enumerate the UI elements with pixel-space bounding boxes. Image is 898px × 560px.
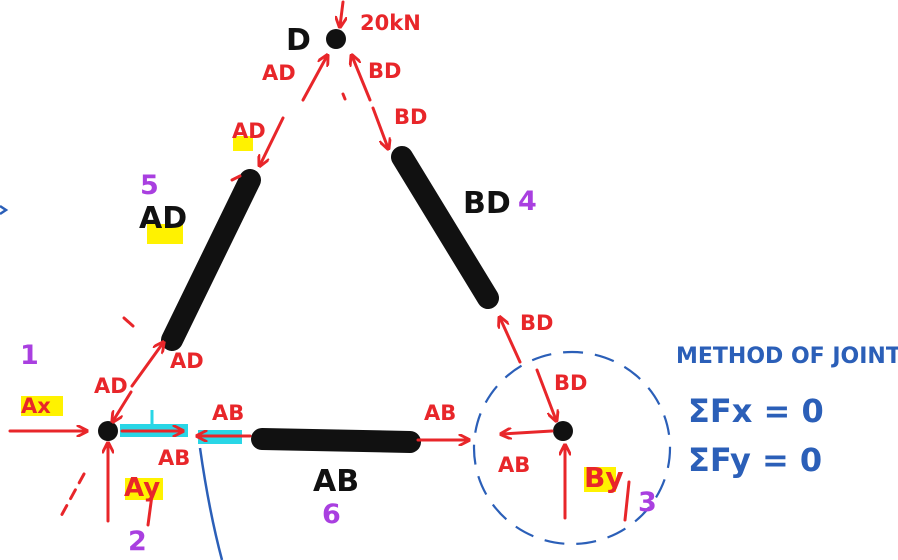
arrow-ab-left-at-b: [502, 431, 554, 434]
arrow-bd-up-at-b: [500, 318, 522, 364]
reaction-number-3: 3: [638, 487, 657, 518]
tick-ay: [146, 493, 154, 527]
force-label-ad-at-a: AD: [170, 349, 204, 373]
force-label-ab-at-a: AB: [158, 446, 190, 470]
member-number-5: 5: [140, 170, 159, 201]
joint-a: [98, 421, 118, 441]
blue-pointer-line: [198, 447, 224, 560]
member-bd: [391, 146, 499, 309]
member-ab: [251, 428, 421, 453]
dash-2: [122, 316, 135, 328]
dash-1: [58, 472, 86, 520]
arrow-ad-down-at-a: [113, 390, 133, 421]
reaction-label-ay: Ay: [124, 473, 160, 503]
method-title: METHOD OF JOINTS: [676, 344, 898, 369]
member-label-ad: AD: [139, 201, 187, 236]
arrow-ad-up-at-d: [301, 56, 327, 102]
member-ad: [161, 169, 261, 351]
highlight-ad-small: [233, 136, 253, 151]
force-label-ab-at-b: AB: [498, 453, 530, 477]
force-label-bd-mid: BD: [394, 105, 427, 129]
arrow-bd-down-at-b: [535, 368, 556, 420]
equation-sum-fy: ΣFy = 0: [688, 441, 822, 479]
member-label-ab: AB: [313, 464, 359, 499]
force-label-bd-near-b: BD: [554, 371, 587, 395]
arrow-bd-up-at-d: [352, 56, 372, 102]
member-label-bd: BD: [463, 186, 511, 221]
tick-by: [623, 480, 631, 522]
highlight-ad-member: [147, 224, 183, 244]
force-label-bd-top: BD: [368, 59, 401, 83]
highlight-ax: [21, 396, 63, 416]
member-number-6: 6: [322, 499, 341, 530]
reaction-label-by: By: [584, 461, 624, 494]
joint-b: [553, 421, 573, 441]
member-number-4: 4: [518, 186, 537, 217]
reaction-number-1: 1: [20, 340, 39, 371]
dash-4: [341, 92, 347, 101]
force-label-ad-top: AD: [262, 61, 296, 85]
equation-sum-fx: ΣFx = 0: [688, 392, 824, 430]
reaction-number-2: 2: [128, 526, 147, 557]
force-label-ab-right: AB: [424, 401, 456, 425]
joint-d: [326, 29, 346, 49]
free-body-circle-b: [472, 350, 672, 546]
highlight-by: [584, 467, 616, 492]
dash-3: [230, 174, 242, 182]
arrow-bd-down: [371, 106, 388, 148]
arrow-load-20kn: [340, 0, 343, 26]
force-label-ad-mid: AD: [232, 119, 266, 143]
force-label-ab-left: AB: [212, 401, 244, 425]
blue-edge-mark: [0, 204, 9, 216]
load-label: 20kN: [360, 11, 421, 35]
arrow-ad-up-at-a: [130, 343, 163, 388]
force-label-bd-at-b: BD: [520, 311, 553, 335]
highlight-ay: [125, 478, 163, 500]
force-label-ad-near-a: AD: [94, 374, 128, 398]
joint-d-label: D: [286, 23, 311, 58]
reaction-label-ax: Ax: [21, 394, 51, 418]
arrow-ad-down: [260, 116, 285, 165]
